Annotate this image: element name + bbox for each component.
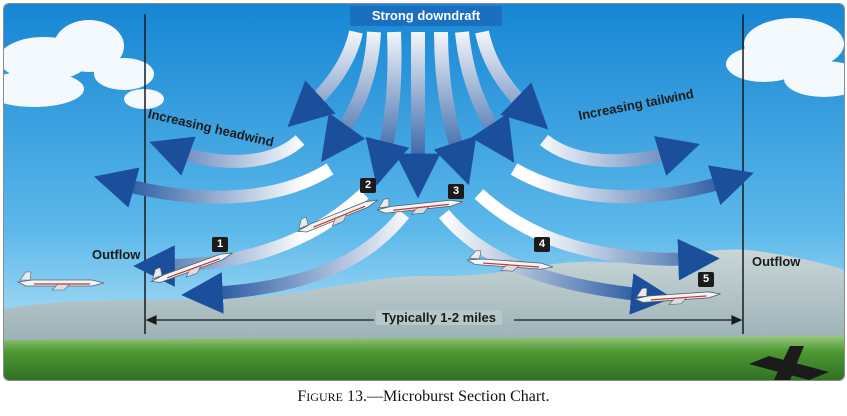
airplane-approach-icon (16, 271, 105, 291)
position-badge-5: 5 (698, 272, 714, 287)
diagram-canvas (4, 4, 844, 380)
position-badge-4: 4 (534, 237, 550, 252)
ground (4, 336, 844, 380)
cloud-left-icon (4, 20, 164, 109)
caption-figure-initial: F (297, 388, 307, 405)
microburst-diagram: Strong downdraft Increasing headwind Inc… (3, 3, 845, 381)
caption-text: 13.—Microburst Section Chart. (342, 388, 550, 405)
distance-dimension-line (145, 315, 743, 325)
outflow-right-label: Outflow (752, 254, 801, 269)
airplane-position-3-icon (375, 198, 463, 215)
position-badge-2: 2 (360, 178, 376, 193)
runway-icon (749, 346, 829, 380)
airplane-position-5-icon (633, 287, 721, 305)
airplane-position-4-icon (465, 250, 554, 272)
airplane-position-2-icon (296, 199, 379, 233)
distance-label: Typically 1-2 miles (376, 310, 502, 325)
cloud-right-icon (726, 18, 844, 97)
caption-figure-word: IGURE (306, 390, 343, 404)
figure-caption: FIGURE 13.—Microburst Section Chart. (0, 388, 847, 406)
position-badge-3: 3 (448, 184, 464, 199)
airplane-position-1-icon (150, 252, 233, 283)
strong-downdraft-label: Strong downdraft (350, 6, 502, 26)
outflow-arrows-right (439, 134, 754, 315)
position-badge-1: 1 (212, 237, 228, 252)
downdraft-arrows (287, 30, 549, 199)
outflow-left-label: Outflow (92, 247, 141, 262)
